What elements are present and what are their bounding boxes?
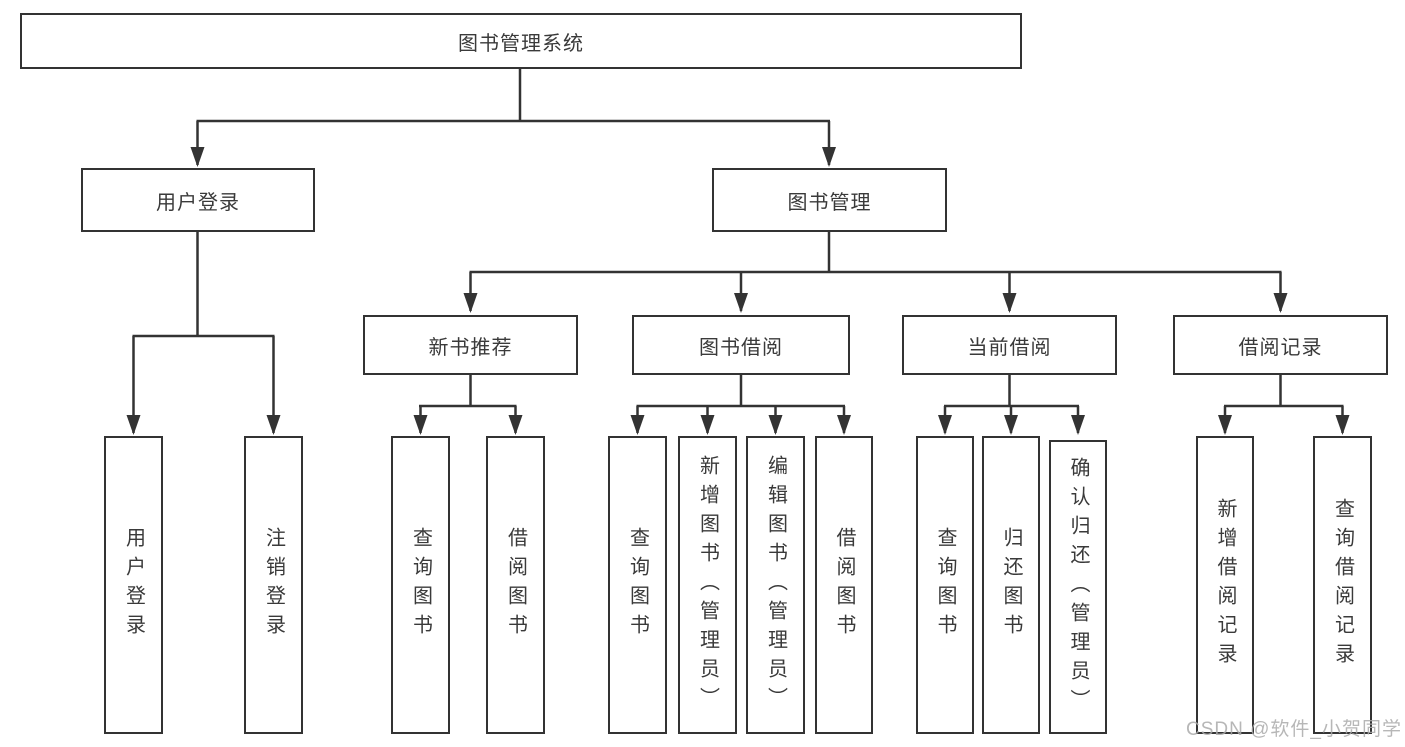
leaf-label: 查询图书 [409,527,432,643]
leaf-label: 借阅图书 [504,527,527,643]
node-label: 图书管理 [787,191,872,214]
node-borrowing-records: 借阅记录 [1173,315,1388,375]
leaf-bb-add-books-admin: 新增图书（管理员） [678,436,737,734]
node-label: 当前借阅 [967,336,1052,359]
leaf-label: 借阅图书 [833,527,855,643]
leaf-label: 注销登录 [262,527,285,643]
leaf-label: 查询图书 [626,527,649,643]
leaf-bb-borrow-books: 借阅图书 [815,436,873,734]
leaf-label: 确认归还（管理员） [1067,456,1089,718]
leaf-label: 新增图书（管理员） [696,454,719,716]
leaf-cb-return-books: 归还图书 [982,436,1040,734]
leaf-br-add-record: 新增借阅记录 [1196,436,1254,734]
leaf-label: 用户登录 [122,527,145,643]
node-label: 新书推荐 [428,336,513,359]
node-label: 图书借阅 [699,336,783,359]
leaf-label: 归还图书 [1000,527,1022,643]
leaf-br-query-record: 查询借阅记录 [1313,436,1372,734]
leaf-logout: 注销登录 [244,436,303,734]
leaf-bb-edit-books-admin: 编辑图书（管理员） [746,436,805,734]
leaf-label: 查询借阅记录 [1331,498,1354,672]
leaf-bb-query-books: 查询图书 [608,436,667,734]
node-user-login: 用户登录 [81,168,315,232]
node-book-management: 图书管理 [712,168,947,232]
leaf-label: 编辑图书（管理员） [764,454,787,716]
watermark: CSDN @软件_小贺同学 [1186,719,1402,740]
node-label: 用户登录 [156,191,240,214]
leaf-user-login: 用户登录 [104,436,163,734]
node-label: 借阅记录 [1238,336,1323,359]
node-label: 图书管理系统 [458,32,584,55]
leaf-label: 查询图书 [934,527,956,643]
node-current-borrowing: 当前借阅 [902,315,1117,375]
leaf-cb-confirm-return-admin: 确认归还（管理员） [1049,440,1107,734]
leaf-label: 新增借阅记录 [1214,498,1236,672]
node-new-book-recommend: 新书推荐 [363,315,578,375]
node-root: 图书管理系统 [20,13,1022,69]
leaf-nb-borrow-books: 借阅图书 [486,436,545,734]
leaf-cb-query-books: 查询图书 [916,436,974,734]
leaf-nb-query-books: 查询图书 [391,436,450,734]
node-book-borrowing: 图书借阅 [632,315,850,375]
